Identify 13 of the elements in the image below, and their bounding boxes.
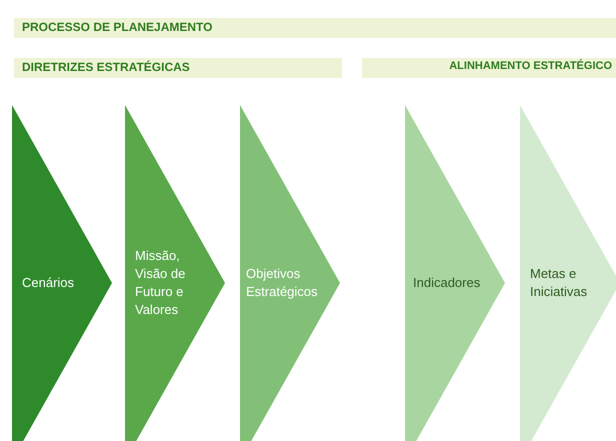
chevron-shape <box>520 105 616 441</box>
step-label: Indicadores <box>413 274 482 292</box>
step-label: Missão, Visão de Futuro e Valores <box>135 247 186 319</box>
step-label: Metas e Iniciativas <box>530 265 588 301</box>
header-band: PROCESSO DE PLANEJAMENTO <box>14 18 616 38</box>
header-band: ALINHAMENTO ESTRATÉGICO <box>362 58 616 78</box>
chevron-shape <box>12 105 112 441</box>
chevron-shape <box>240 105 340 441</box>
step-label: Objetivos Estratégicos <box>246 265 319 301</box>
header-band: DIRETRIZES ESTRATÉGICAS <box>14 58 342 78</box>
chevron-shape <box>125 105 225 441</box>
step-label: Cenários <box>22 274 76 292</box>
chevron-shape <box>405 105 505 441</box>
